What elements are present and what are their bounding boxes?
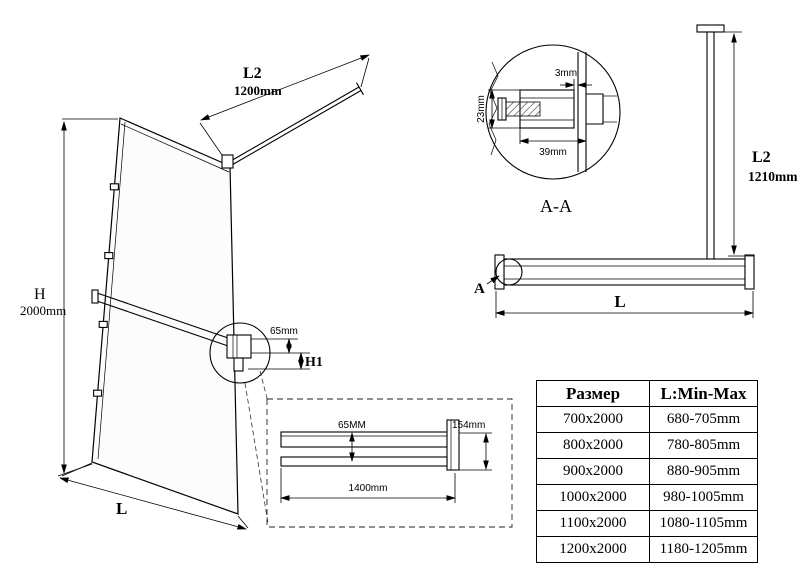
rail-detail-box: 65MM 154mm 1400mm — [266, 398, 513, 528]
rail-length-value: 1400mm — [349, 483, 388, 494]
wall-mount-block — [93, 389, 103, 397]
depth-value: 23mm — [476, 95, 487, 123]
side-l2-value: 1210mm — [748, 169, 798, 184]
panel-left-thickness-line — [97, 121, 126, 460]
size-cell: 1000x2000 — [536, 484, 650, 511]
towel-rail — [91, 289, 252, 372]
size-table: Размер L:Min-Max 700x2000 680-705mm 800x… — [536, 380, 758, 563]
size-table-row: 1000x2000 980-1005mm — [536, 484, 758, 511]
range-cell: 880-905mm — [649, 458, 758, 485]
rail-length-dimension: 1400mm — [280, 468, 456, 503]
rail-bracket — [226, 334, 252, 359]
depth-dimension: 23mm — [476, 89, 520, 129]
range-cell: 780-805mm — [649, 432, 758, 459]
panel-end-cap-right — [744, 254, 755, 290]
h-value: 2000mm — [20, 303, 66, 318]
side-l2-label: L2 — [752, 149, 771, 166]
size-table-row: 900x2000 880-905mm — [536, 458, 758, 485]
rail-end-cap — [91, 289, 99, 304]
wall-anchor-plate — [696, 24, 725, 33]
cut-location-circle — [495, 258, 523, 286]
panel-bar — [503, 258, 746, 286]
l2-label: L2 — [243, 65, 262, 82]
rail-dimensions: 65mm H1 — [248, 326, 323, 370]
main-isometric-view: L2 1200mm H 2000mm — [20, 54, 370, 530]
screw-shaft — [505, 101, 541, 117]
range-cell: 1180-1205mm — [649, 536, 758, 563]
rail-height-value: 65mm — [270, 326, 298, 337]
width-dimension: 39mm — [519, 128, 587, 158]
wall-mount-block — [109, 183, 119, 191]
clamp-back-jaw — [586, 93, 604, 125]
size-table-row: 700x2000 680-705mm — [536, 406, 758, 433]
side-l2-dimension: L2 1210mm — [722, 31, 798, 257]
detail-box-border — [266, 398, 513, 528]
section-detail-circle — [485, 44, 621, 180]
break-line — [488, 61, 499, 156]
end-bracket — [446, 419, 460, 471]
size-column-header: Размер — [536, 380, 650, 407]
rail-height-value: 65MM — [338, 420, 366, 431]
panel-end-cap-left — [494, 254, 505, 290]
size-cell: 800x2000 — [536, 432, 650, 459]
support-bar-glass-clamp — [221, 154, 234, 169]
range-cell: 1080-1105mm — [649, 510, 758, 537]
detail-leader-line — [244, 382, 269, 524]
gap-dimension: 3mm — [555, 68, 592, 90]
size-cell: 1100x2000 — [536, 510, 650, 537]
l2-dimension: L2 1200mm — [199, 54, 370, 156]
size-table-header-row: Размер L:Min-Max — [536, 380, 758, 407]
lower-rail-profile — [280, 456, 448, 467]
h-dimension: H 2000mm — [20, 118, 118, 477]
size-table-row: 800x2000 780-805mm — [536, 432, 758, 459]
cut-leader-arrow — [486, 275, 500, 285]
wall-mount-blocks — [93, 183, 119, 397]
side-elevation-view: A L2 1210mm L — [474, 24, 798, 318]
l2-value: 1200mm — [234, 83, 282, 98]
l-label: L — [116, 499, 127, 518]
section-detail-view: 3mm 23mm 39mm A-A — [476, 44, 621, 216]
size-cell: 900x2000 — [536, 458, 650, 485]
range-column-header: L:Min-Max — [649, 380, 758, 407]
h-label: H — [34, 286, 46, 303]
rail-bracket-return — [233, 357, 244, 372]
panel-top-thickness-line — [120, 123, 230, 173]
range-cell: 680-705mm — [649, 406, 758, 433]
support-rod — [706, 31, 715, 260]
size-cell: 1200x2000 — [536, 536, 650, 563]
side-l-dimension: L — [495, 291, 754, 318]
size-table-row: 1100x2000 1080-1105mm — [536, 510, 758, 537]
gap-value: 3mm — [555, 68, 577, 79]
side-l-label: L — [614, 292, 625, 311]
bracket-height-value: 154mm — [452, 420, 485, 431]
rail-profile — [280, 431, 450, 448]
range-cell: 980-1005mm — [649, 484, 758, 511]
rail-height-dimension: 65MM — [338, 420, 366, 462]
wall-mount-block — [104, 252, 114, 260]
detail-leader-line — [259, 370, 269, 403]
section-title: A-A — [540, 196, 572, 216]
l-dimension: L — [57, 463, 249, 530]
width-value: 39mm — [539, 147, 567, 158]
bracket-height-dimension: 154mm — [452, 420, 492, 471]
size-cell: 700x2000 — [536, 406, 650, 433]
cut-label: A — [474, 281, 485, 297]
size-table-row: 1200x2000 1180-1205mm — [536, 536, 758, 563]
wall-mount-block — [98, 320, 108, 328]
h1-label: H1 — [305, 355, 323, 370]
